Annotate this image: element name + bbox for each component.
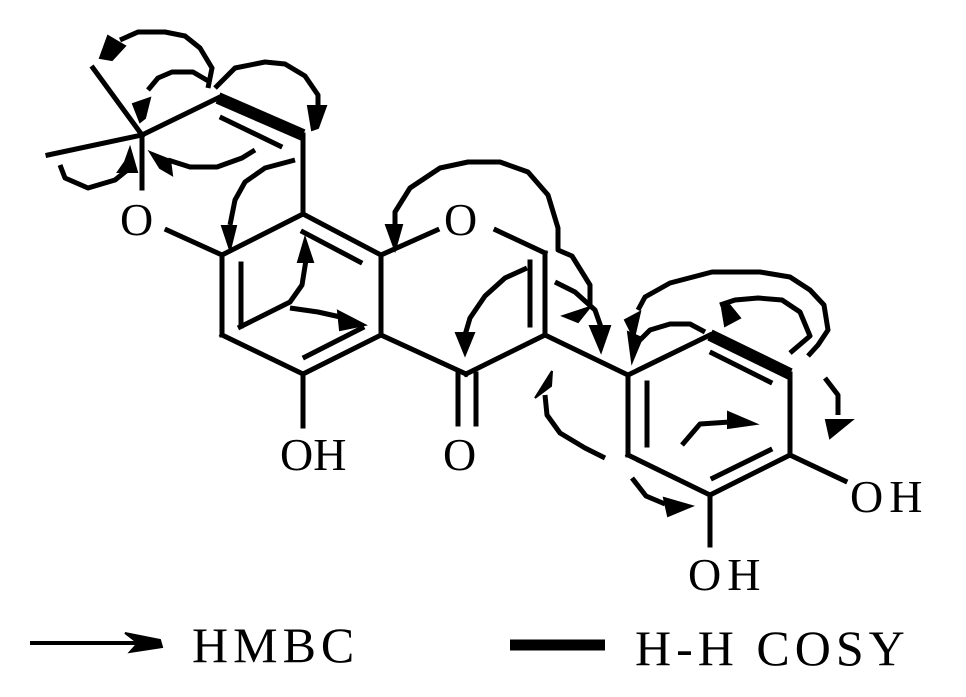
chromone-oxygen-label: O [444, 194, 477, 245]
ring-a-hydroxyl-label: OH [280, 429, 346, 480]
legend-cosy-label: H-H COSY [635, 620, 910, 676]
ring-b-hydroxyl-para-label: OH [850, 471, 928, 522]
carbonyl-oxygen-label: O [443, 429, 476, 480]
cosy-bonds [215, 92, 793, 380]
legend: HMBC H-H COSY [30, 617, 910, 676]
ring-b-hydroxyl-meta-label: OH [688, 549, 766, 600]
legend-cosy: H-H COSY [510, 620, 910, 676]
hmbc-arrowhead-icon [124, 632, 164, 654]
legend-hmbc: HMBC [30, 617, 359, 673]
skeleton-bonds [45, 64, 849, 548]
hmbc-arrows [57, 29, 855, 518]
atom-labels: O O OH O OH OH [120, 194, 928, 600]
pyran-oxygen-label: O [120, 194, 153, 245]
legend-hmbc-label: HMBC [192, 617, 359, 673]
